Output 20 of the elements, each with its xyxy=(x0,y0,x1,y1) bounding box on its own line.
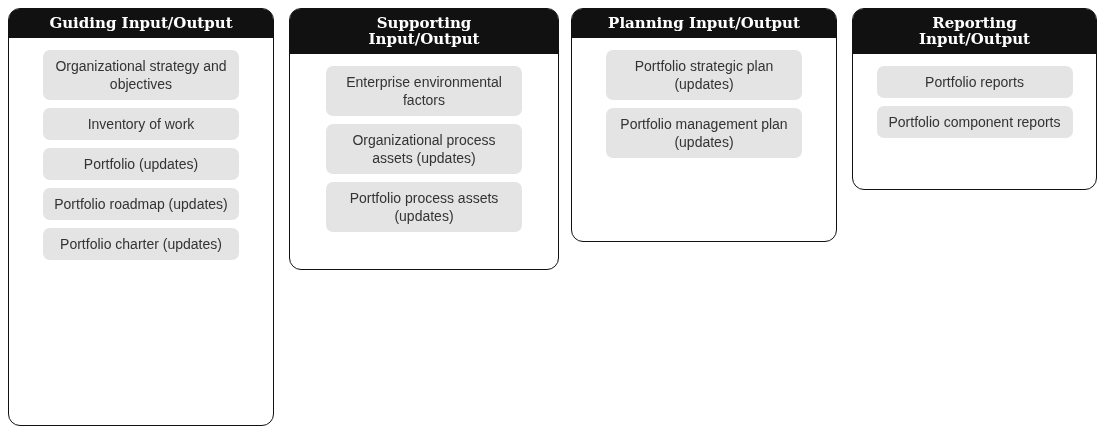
item-box: Portfolio strategic plan (updates) xyxy=(606,50,802,100)
group-heading: Reporting Input/Output xyxy=(853,9,1096,54)
item-box: Portfolio process assets (updates) xyxy=(326,182,522,232)
item-box: Organizational strategy and objectives xyxy=(43,50,239,100)
item-box: Portfolio (updates) xyxy=(43,148,239,180)
item-box: Portfolio roadmap (updates) xyxy=(43,188,239,220)
item-box: Enterprise environmental factors xyxy=(326,66,522,116)
group-heading: Supporting Input/Output xyxy=(290,9,558,54)
group-card xyxy=(289,8,559,270)
group-card xyxy=(571,8,837,242)
group-card xyxy=(8,8,274,426)
group-heading: Guiding Input/Output xyxy=(9,9,273,38)
item-box: Portfolio component reports xyxy=(876,106,1073,138)
item-box: Inventory of work xyxy=(43,108,239,140)
item-box: Portfolio charter (updates) xyxy=(43,228,239,260)
group-heading: Planning Input/Output xyxy=(572,9,836,38)
group-card xyxy=(852,8,1097,190)
item-box: Portfolio reports xyxy=(876,66,1073,98)
item-box: Organizational process assets (updates) xyxy=(326,124,522,174)
item-box: Portfolio management plan (updates) xyxy=(606,108,802,158)
